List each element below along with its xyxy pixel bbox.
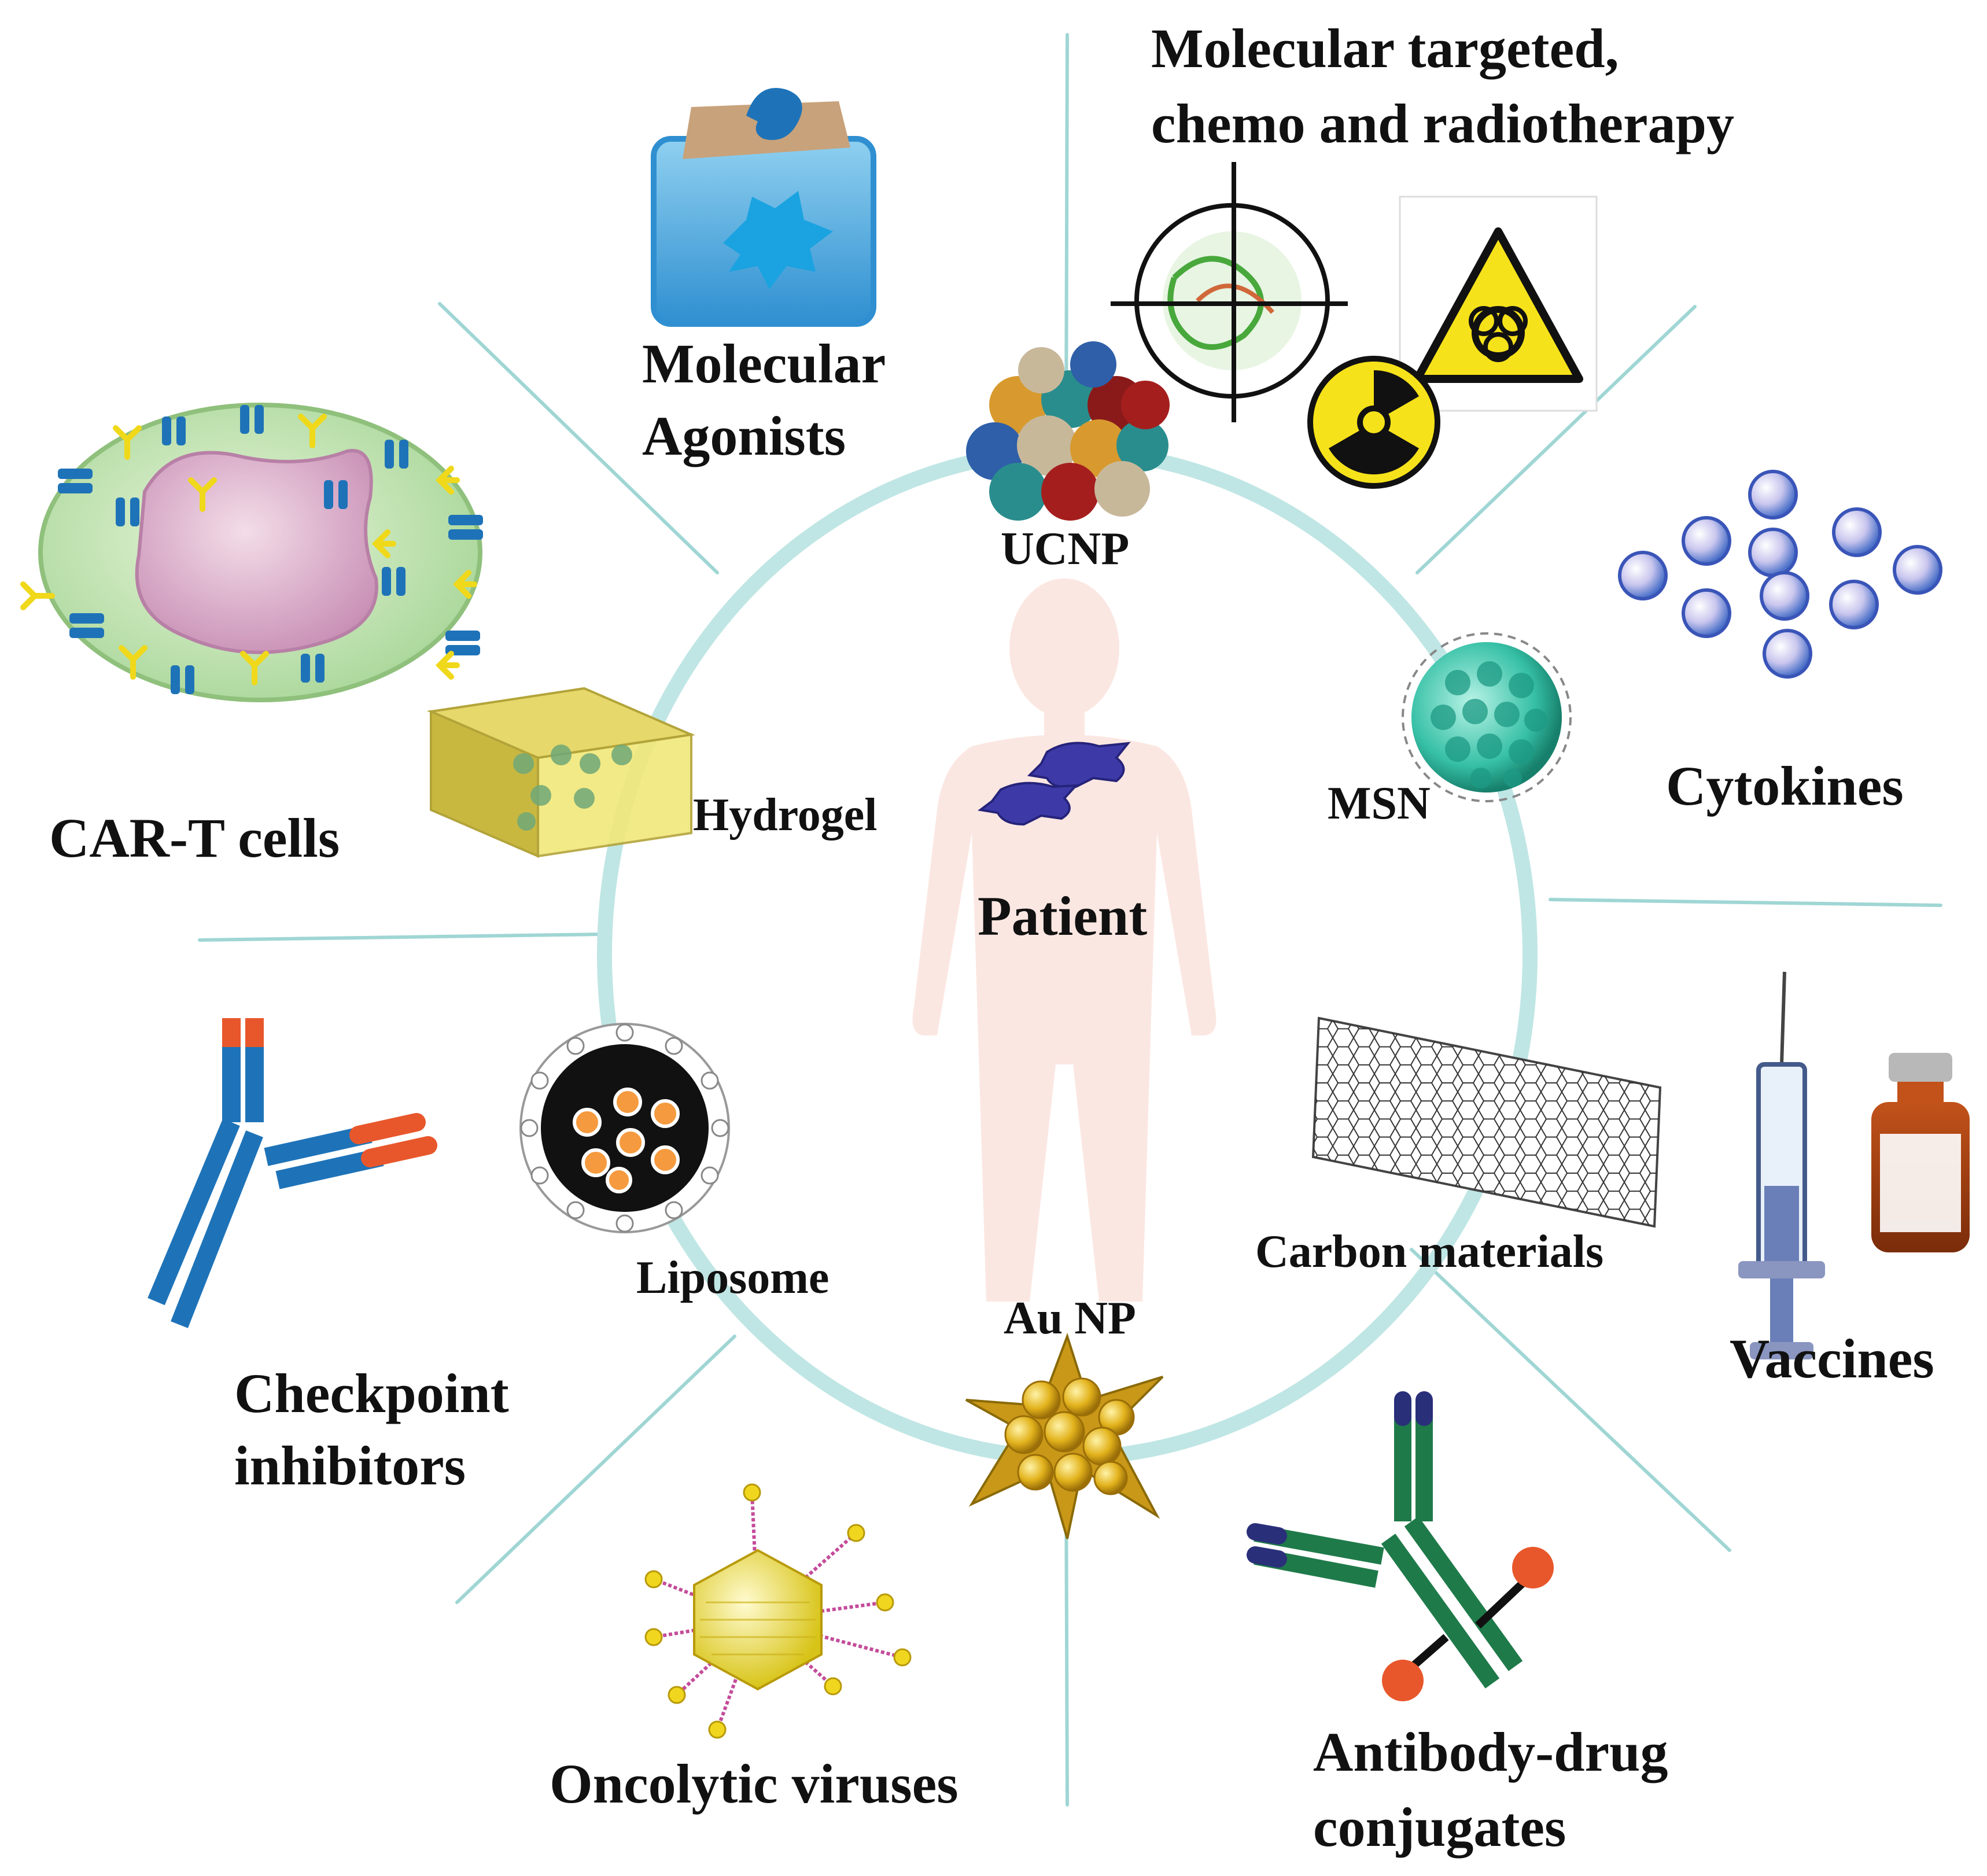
label-molecular-targeted-line1: Molecular targeted, [1151, 17, 1619, 79]
label-au-np: Au NP [1004, 1293, 1136, 1344]
label-molecular-targeted-line2: chemo and radiotherapy [1151, 93, 1734, 154]
label-vaccines: Vaccines [1730, 1328, 1934, 1390]
tumor-cell-icon [978, 742, 1131, 826]
radiation-sign-icon [1307, 356, 1440, 489]
label-agonists-line1: Molecular [642, 333, 886, 395]
syringe-icon [1738, 971, 1825, 1359]
patient-silhouette [912, 578, 1216, 1302]
oncolytic-virus-icon [644, 1483, 912, 1739]
vaccine-vial-icon [1871, 1053, 1970, 1252]
label-hydrogel: Hydrogel [693, 790, 878, 841]
label-cytokines: Cytokines [1666, 755, 1904, 817]
label-patient: Patient [978, 885, 1148, 947]
label-car-t-cells: CAR-T cells [49, 807, 340, 869]
label-adc-line1: Antibody-drug [1313, 1721, 1668, 1783]
label-agonists-line2: Agonists [642, 405, 846, 467]
label-ucnp: UCNP [1001, 524, 1130, 574]
msn-sphere-icon [1402, 632, 1572, 802]
au-nanoparticle-icon [965, 1332, 1164, 1539]
agonist-receptor-icon [651, 88, 876, 327]
label-msn: MSN [1328, 778, 1431, 829]
label-adc-line2: conjugates [1313, 1796, 1566, 1858]
spoke-lines [198, 33, 1942, 1807]
liposome-icon [519, 1023, 730, 1233]
label-checkpoint-line2: inhibitors [234, 1435, 466, 1497]
car-t-cell-icon [20, 403, 483, 702]
label-carbon-materials: Carbon materials [1255, 1226, 1604, 1277]
ucnp-cluster-icon [966, 341, 1170, 521]
antibody-drug-conjugate-icon [1247, 1391, 1554, 1701]
hydrogel-cube-icon [426, 687, 696, 858]
label-oncolytic-viruses: Oncolytic viruses [550, 1753, 959, 1815]
cytokine-spheres-icon [1618, 470, 1942, 679]
checkpoint-antibody-icon [148, 1018, 437, 1328]
label-checkpoint-line1: Checkpoint [234, 1362, 509, 1424]
label-liposome: Liposome [636, 1252, 830, 1303]
biohazard-sign-icon [1399, 196, 1598, 412]
target-crosshair-icon [1111, 162, 1348, 422]
carbon-sheet-icon [1311, 1016, 1662, 1228]
